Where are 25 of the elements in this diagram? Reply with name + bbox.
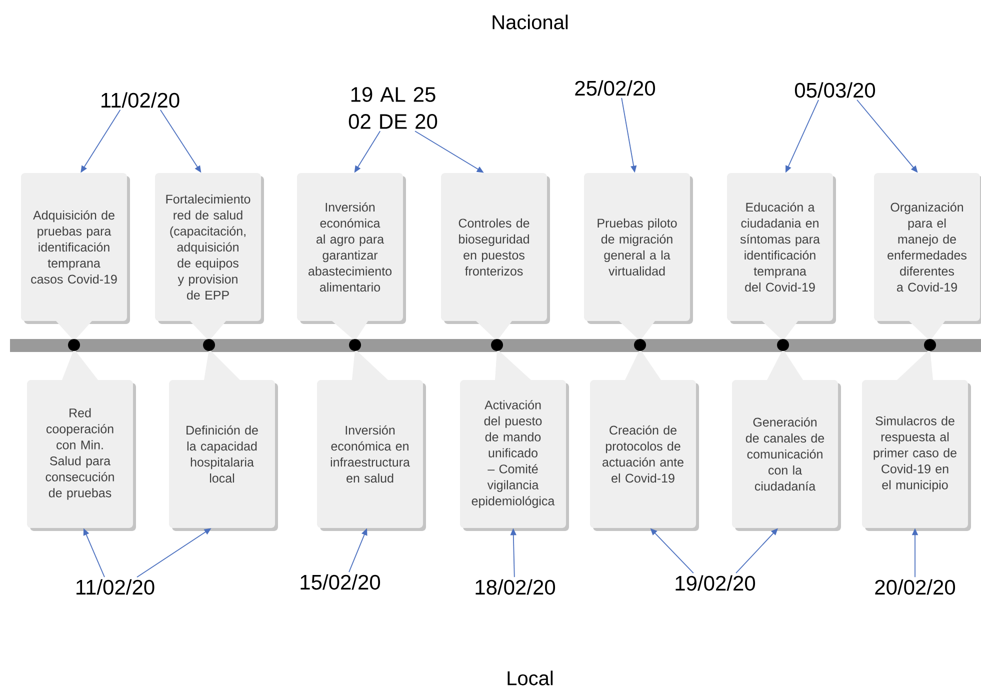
section-label: Nacional	[492, 14, 568, 30]
date-label: 11/02/20	[102, 92, 180, 108]
date-label: 18/02/20	[476, 579, 556, 595]
callout-box: Simulacros de respuesta al primer caso de Covid-19 en el municipio	[862, 348, 971, 531]
callout-box: Creación de protocolos de actuación ante el Covid-19	[590, 348, 699, 531]
callout-box: Educación a ciudadania en síntomas para identificación temprana del Covid-19	[727, 172, 836, 341]
callout-box: Pruebas piloto de migración general a la virtualidad	[584, 172, 693, 341]
callout-box: Red cooperación con Min. Salud para consecución de pruebas	[27, 348, 136, 531]
date-label: 25/02/20	[575, 80, 656, 96]
callout-box: Controles de bioseguridad en puestos fronterizos	[441, 172, 550, 341]
callout-box: Fortalecimiento red de salud (capacitación, adquisición de equipos y provision de EPP	[155, 172, 264, 341]
section-label: Local	[508, 670, 553, 686]
callout-box: Inversión económica al agro para garantizar abastecimiento alimentario	[297, 172, 406, 341]
callout-box: Definición de la capacidad hospitalaria local	[169, 348, 278, 531]
date-label: 20/02/20	[875, 579, 956, 595]
date-label: 19 AL 25 02 DE 20	[348, 87, 438, 129]
date-label: 05/03/20	[794, 82, 876, 98]
date-label: 19/02/20	[676, 575, 756, 591]
callout-box: Inversión económica en infraestructura en salud	[317, 348, 426, 531]
date-label: 15/02/20	[300, 574, 380, 590]
callout-box: Generación de canales de comunicación con la ciudadanía	[732, 348, 841, 531]
date-label: 11/02/20	[76, 579, 154, 595]
callout-box: Activación del puesto de mando unificado – Comité vigilancia epidemiológica	[460, 348, 569, 531]
callout-box: Organización para el manejo de enfermedades diferentes a Covid-19	[874, 172, 981, 341]
callout-box: Adquisición de pruebas para identificación temprana casos Covid-19	[21, 172, 130, 341]
